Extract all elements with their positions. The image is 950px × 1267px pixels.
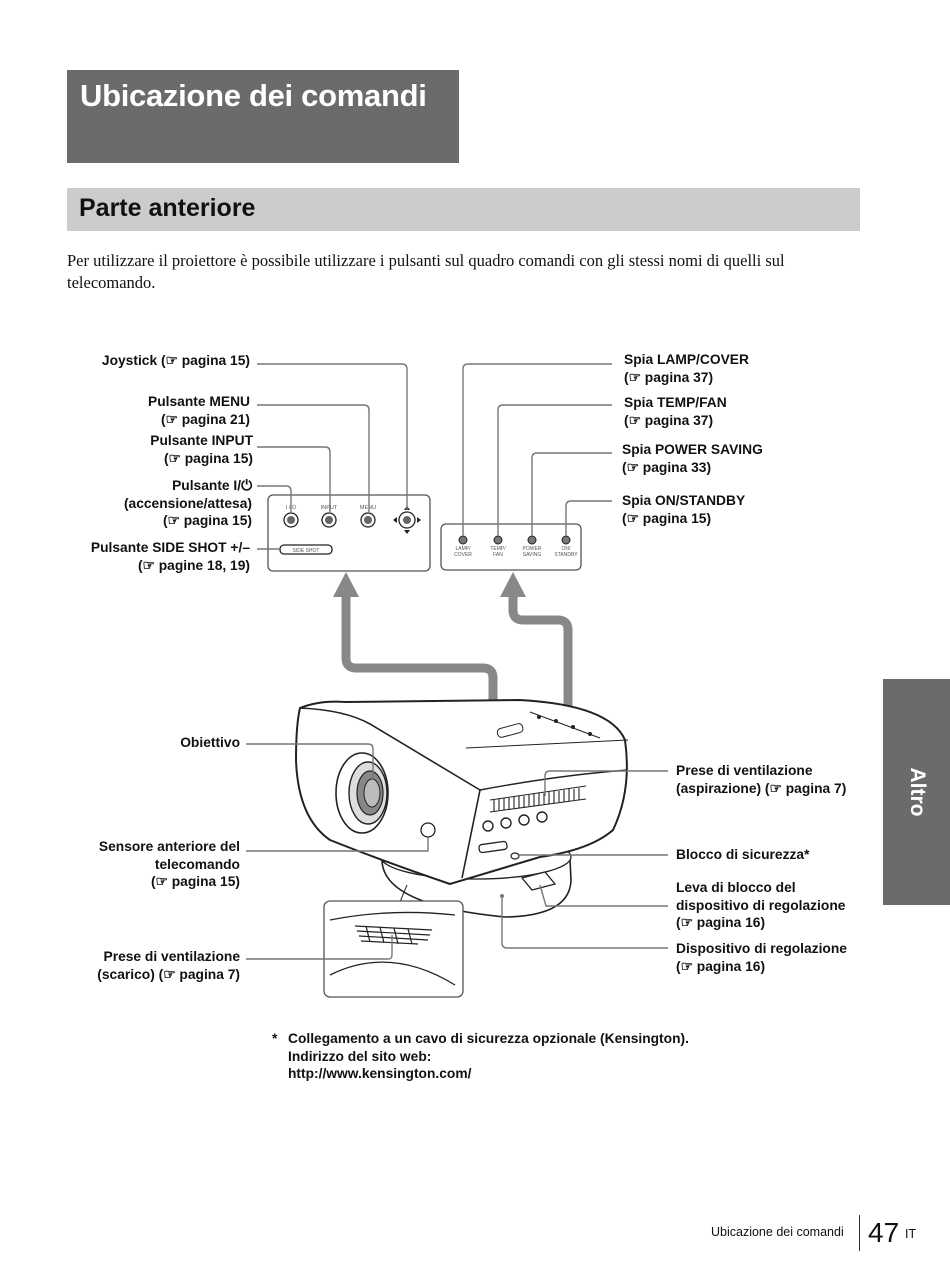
label-lens: Obiettivo	[180, 734, 240, 752]
intro-paragraph: Per utilizzare il proiettore è possibile…	[67, 251, 785, 292]
label-sensor-line3: (☞ pagina 15)	[150, 874, 240, 889]
leader-lines-top-left	[257, 363, 408, 550]
label-joystick: Joystick (☞ pagina 15)	[102, 352, 250, 370]
label-menu-button: Pulsante MENU (☞ pagina 21)	[148, 393, 250, 428]
label-lever-line2: dispositivo di regolazione	[676, 897, 846, 913]
language-code: IT	[905, 1227, 917, 1241]
label-remote-sensor: Sensore anteriore del telecomando (☞ pag…	[99, 838, 240, 891]
indicator-power-saving-label-1: POWER	[523, 546, 542, 552]
page-number: 47	[868, 1217, 900, 1248]
footnote: * Collegamento a un cavo di sicurezza op…	[272, 1030, 689, 1083]
label-intake-line2: (aspirazione) (☞ pagina 7)	[676, 780, 847, 796]
panel-label-sideshot: SIDE SHOT	[293, 548, 320, 554]
label-input-button: Pulsante INPUT (☞ pagina 15)	[150, 432, 253, 467]
footer-divider	[859, 1215, 860, 1251]
label-sensor-line1: Sensore anteriore del	[98, 839, 240, 854]
leader-lines-top-right	[462, 363, 612, 536]
footer-section-title: Ubicazione dei comandi	[711, 1225, 844, 1239]
label-power-saving-indicator: Spia POWER SAVING (☞ pagina 33)	[622, 441, 763, 476]
indicator-onstandby-label-1: ON/	[562, 546, 572, 552]
section-title: Parte anteriore	[79, 194, 256, 222]
label-joystick-text: Joystick (☞ pagina 15)	[101, 353, 250, 368]
label-adjuster-line1: Dispositivo di regolazione	[676, 941, 847, 956]
label-lock-lever: Leva di blocco del dispositivo di regola…	[676, 879, 845, 932]
label-sideshot-line1: Pulsante SIDE SHOT +/–	[90, 540, 250, 555]
footnote-url: http://www.kensington.com/	[288, 1066, 472, 1081]
label-onstandby-indicator: Spia ON/STANDBY (☞ pagina 15)	[622, 492, 745, 527]
label-input-line1: Pulsante INPUT	[150, 433, 253, 448]
label-onstandby-line2: (☞ pagina 15)	[622, 510, 712, 526]
projector-body	[294, 698, 629, 886]
thick-arrows	[333, 572, 573, 760]
label-lamp-indicator: Spia LAMP/COVER (☞ pagina 37)	[624, 351, 749, 386]
label-sensor-line2: telecomando	[154, 856, 240, 872]
label-sideshot-button: Pulsante SIDE SHOT +/– (☞ pagine 18, 19)	[91, 539, 250, 574]
label-exhaust-vents: Prese di ventilazione (scarico) (☞ pagin…	[97, 948, 240, 983]
label-temp-line1: Spia TEMP/FAN	[624, 395, 727, 410]
page-title-banner: Ubicazione dei comandi	[67, 70, 459, 163]
label-lever-line3: (☞ pagina 16)	[676, 915, 766, 930]
left-control-panel: I / ⏻ INPUT MENU SIDE SHOT	[267, 494, 431, 572]
indicator-onstandby-label-2: STANDBY	[554, 552, 578, 558]
indicator-lamp-label-1: LAMP/	[455, 546, 471, 552]
label-exhaust-line2: (scarico) (☞ pagina 7)	[97, 966, 240, 982]
label-power-saving-line1: Spia POWER SAVING	[622, 442, 763, 457]
indicator-temp-label-1: TEMP/	[490, 546, 506, 552]
exhaust-vents-inset	[323, 884, 464, 998]
label-temp-indicator: Spia TEMP/FAN (☞ pagina 37)	[624, 394, 727, 429]
label-lamp-line1: Spia LAMP/COVER	[624, 352, 749, 367]
label-security-text: Blocco di sicurezza*	[676, 847, 810, 862]
intake-vents	[489, 785, 587, 813]
indicator-power-saving-label-2: SAVING	[523, 552, 542, 558]
label-power-button: Pulsante I/⏻ (accensione/attesa) (☞ pagi…	[124, 477, 252, 530]
lens	[335, 752, 389, 834]
side-controls	[478, 811, 557, 891]
label-lever-line1: Leva di blocco del	[676, 880, 796, 895]
label-input-line2: (☞ pagina 15)	[163, 450, 253, 466]
label-lamp-line2: (☞ pagina 37)	[624, 369, 714, 385]
label-temp-line2: (☞ pagina 37)	[624, 412, 714, 428]
section-header: Parte anteriore	[67, 188, 860, 231]
label-intake-line1: Prese di ventilazione	[676, 763, 813, 778]
label-sideshot-line2: (☞ pagine 18, 19)	[137, 557, 250, 573]
label-onstandby-line1: Spia ON/STANDBY	[622, 493, 746, 508]
label-lens-text: Obiettivo	[180, 735, 240, 750]
page-title: Ubicazione dei comandi	[80, 78, 427, 113]
side-tab: Altro	[883, 679, 950, 905]
label-menu-line1: Pulsante MENU	[148, 394, 250, 409]
footnote-line-2: Indirizzo del sito web:	[288, 1048, 432, 1064]
panel-label-menu: MENU	[360, 505, 376, 511]
leader-lines-bottom	[246, 743, 668, 960]
indicator-lamp-label-2: COVER	[454, 552, 472, 558]
right-indicator-panel: LAMP/ COVER TEMP/ FAN POWER SAVING ON/ S…	[440, 523, 582, 571]
label-adjuster-line2: (☞ pagina 16)	[676, 958, 766, 974]
label-power-line1: Pulsante I/⏻	[172, 478, 252, 493]
label-power-saving-line2: (☞ pagina 33)	[622, 459, 712, 475]
footnote-line-1: Collegamento a un cavo di sicurezza opzi…	[288, 1031, 689, 1046]
indicator-temp-label-2: FAN	[493, 552, 503, 558]
label-exhaust-line1: Prese di ventilazione	[103, 949, 241, 964]
label-adjuster: Dispositivo di regolazione (☞ pagina 16)	[676, 940, 847, 975]
label-power-line2: (accensione/attesa)	[123, 495, 252, 511]
label-intake-vents: Prese di ventilazione (aspirazione) (☞ p…	[676, 762, 846, 797]
label-power-line3: (☞ pagina 15)	[162, 513, 252, 528]
label-menu-line2: (☞ pagina 21)	[160, 411, 250, 427]
footnote-marker: *	[272, 1031, 278, 1046]
remote-sensor	[420, 822, 436, 838]
label-security-lock: Blocco di sicurezza*	[676, 846, 809, 864]
